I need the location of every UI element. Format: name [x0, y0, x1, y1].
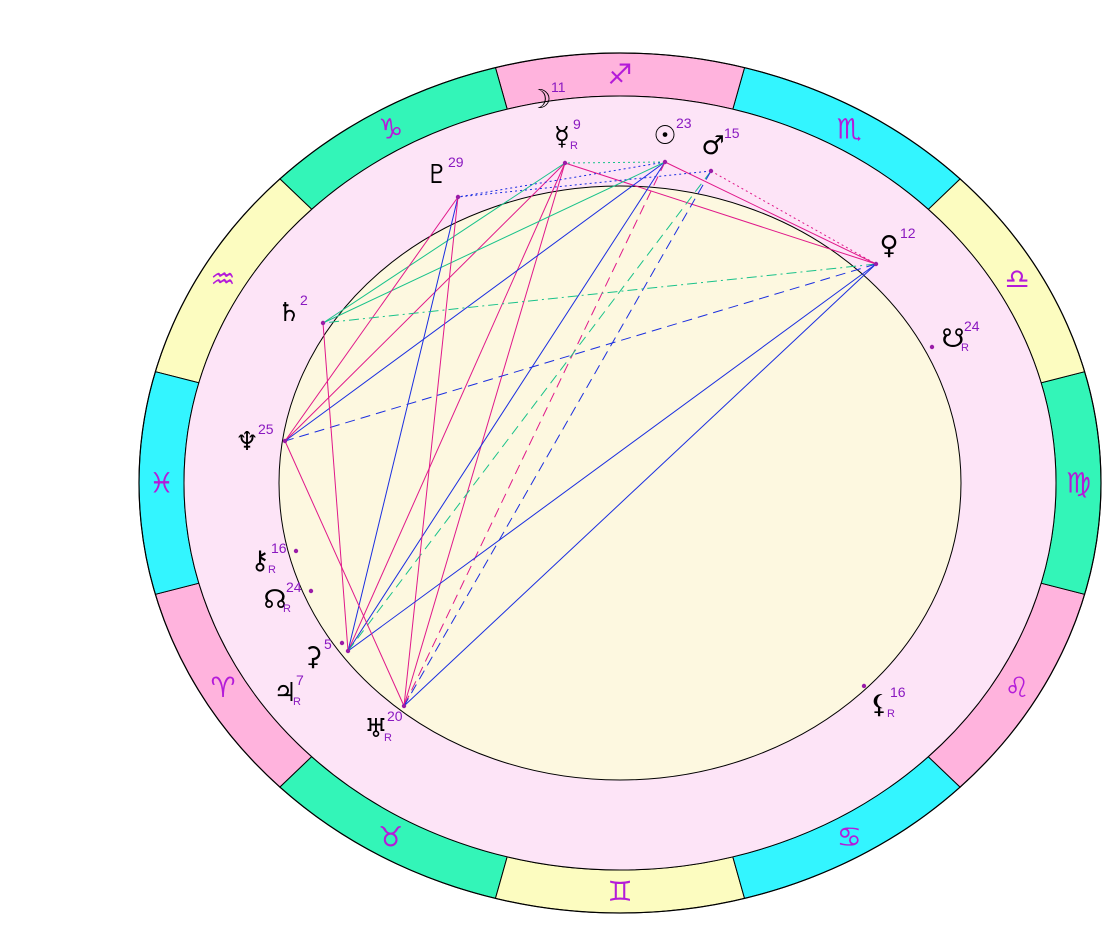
aspect-line-mercury-uranus [403, 162, 566, 707]
aspect-line-sun-mercury [564, 161, 666, 164]
aspect-line-mars-ceres [347, 170, 712, 652]
aspect-line-venus-saturn [322, 263, 877, 324]
sun-degree-label: 23 [676, 115, 692, 131]
neptune-glyph-icon: ♆ [235, 427, 258, 457]
uranus-glyph-icon: ♅ [364, 714, 387, 744]
moon-degree-label: 11 [551, 79, 566, 95]
uranus-position-dot [401, 703, 407, 709]
aspect-line-saturn-ceres [322, 322, 349, 652]
scorpio-sign-glyph-icon: ♏ [837, 113, 862, 146]
south-node-position-dot [929, 344, 935, 350]
aspect-line-venus-neptune [284, 263, 877, 442]
uranus-retrograde-mark: R [384, 732, 392, 744]
moon-glyph-icon: ☽ [528, 85, 551, 115]
uranus-degree-label: 20 [387, 708, 403, 724]
inner-disc [278, 185, 962, 781]
north-node-degree-label: 24 [286, 579, 302, 595]
venus-position-dot [873, 261, 879, 267]
aspect-line-mars-venus [710, 170, 877, 265]
neptune-degree-label: 25 [258, 421, 274, 437]
saturn-degree-label: 2 [300, 292, 308, 308]
jupiter-retrograde-mark: R [293, 696, 301, 708]
south-node-retrograde-mark: R [961, 342, 969, 354]
aspect-line-pluto-uranus [403, 196, 459, 707]
north-node-glyph-icon: ☊ [263, 585, 286, 615]
leo-sign-glyph-icon: ♌ [1005, 671, 1030, 704]
south-node-degree-label: 24 [964, 318, 980, 334]
gemini-sign-glyph-icon: ♊ [607, 875, 632, 908]
venus-degree-label: 12 [900, 225, 916, 241]
sagittarius-sign-glyph-icon: ♐ [607, 58, 632, 91]
aspect-line-sun-venus [664, 161, 877, 265]
sun-glyph-icon: ☉ [653, 121, 676, 151]
zodiac-ring: ♈ ♉ ♊ ♋ ♌ ♍ ♎ ♏ ♐ ♑ ♒ ♓ [138, 52, 1102, 914]
aspect-line-pluto-ceres [347, 196, 459, 652]
jupiter-glyph-icon: ♃ [273, 678, 296, 708]
aspect-line-pluto-neptune [284, 196, 459, 442]
aspect-line-mercury-venus [564, 162, 877, 265]
aries-sign-glyph-icon: ♈ [210, 671, 235, 704]
aspect-line-sun-neptune [284, 161, 666, 442]
chiron-degree-label: 16 [271, 540, 287, 556]
lilith-position-dot [861, 683, 867, 689]
planet-markers: ☽11☿9R☉23♂15♇29♀12♄2☋24R♆25⚷16R☊24R⚳5♃7R… [235, 79, 979, 744]
aspect-line-sun-saturn [322, 161, 666, 324]
chiron-position-dot [293, 548, 299, 554]
aspect-lines [284, 161, 877, 707]
chiron-glyph-icon: ⚷ [250, 546, 269, 576]
lilith-degree-label: 16 [890, 684, 906, 700]
aspect-line-mars-uranus [403, 170, 712, 707]
lilith-glyph-icon: ⚸ [869, 690, 888, 720]
mercury-degree-label: 9 [573, 116, 581, 132]
mercury-glyph-icon: ☿ [554, 122, 570, 152]
aspect-line-sun-ceres [347, 161, 666, 652]
ceres-position-dot [345, 648, 351, 654]
aspect-line-venus-uranus [403, 263, 877, 707]
lilith-retrograde-mark: R [887, 708, 895, 720]
north-node-retrograde-mark: R [283, 603, 291, 615]
aspect-line-venus-ceres [347, 263, 877, 652]
mars-position-dot [708, 168, 714, 174]
mercury-retrograde-mark: R [570, 140, 578, 152]
libra-sign-glyph-icon: ♎ [1005, 262, 1030, 295]
venus-glyph-icon: ♀ [879, 231, 898, 261]
neptune-position-dot [282, 438, 288, 444]
cancer-sign-glyph-icon: ♋ [837, 820, 862, 853]
pluto-position-dot [455, 194, 461, 200]
jupiter-degree-label: 7 [296, 672, 304, 688]
aspect-line-sun-uranus [403, 161, 666, 707]
saturn-position-dot [320, 320, 326, 326]
capricorn-sign-glyph-icon: ♑ [378, 113, 403, 146]
saturn-glyph-icon: ♄ [277, 298, 300, 328]
aspect-line-neptune-uranus [284, 440, 405, 707]
mars-glyph-icon: ♂ [701, 131, 724, 161]
aspect-line-mars-pluto [457, 170, 712, 198]
planet-band [183, 95, 1057, 871]
pluto-degree-label: 29 [448, 154, 464, 170]
pisces-sign-glyph-icon: ♓ [149, 467, 174, 500]
north-node-position-dot [308, 588, 314, 594]
mercury-position-dot [562, 160, 568, 166]
aspect-line-mercury-saturn [322, 162, 566, 324]
mars-degree-label: 15 [724, 125, 740, 141]
aspect-line-mercury-neptune [284, 162, 566, 442]
virgo-sign-glyph-icon: ♍ [1066, 467, 1091, 500]
taurus-sign-glyph-icon: ♉ [378, 820, 403, 853]
sun-position-dot [662, 159, 668, 165]
aquarius-sign-glyph-icon: ♒ [210, 262, 235, 295]
ceres-glyph-icon: ⚳ [303, 642, 322, 672]
jupiter-position-dot [339, 640, 345, 646]
aspect-line-mercury-ceres [347, 162, 566, 652]
outer-rim [138, 52, 1102, 914]
chiron-retrograde-mark: R [268, 564, 276, 576]
pluto-glyph-icon: ♇ [425, 160, 448, 190]
south-node-glyph-icon: ☋ [941, 324, 964, 354]
ceres-degree-label: 5 [324, 636, 332, 652]
